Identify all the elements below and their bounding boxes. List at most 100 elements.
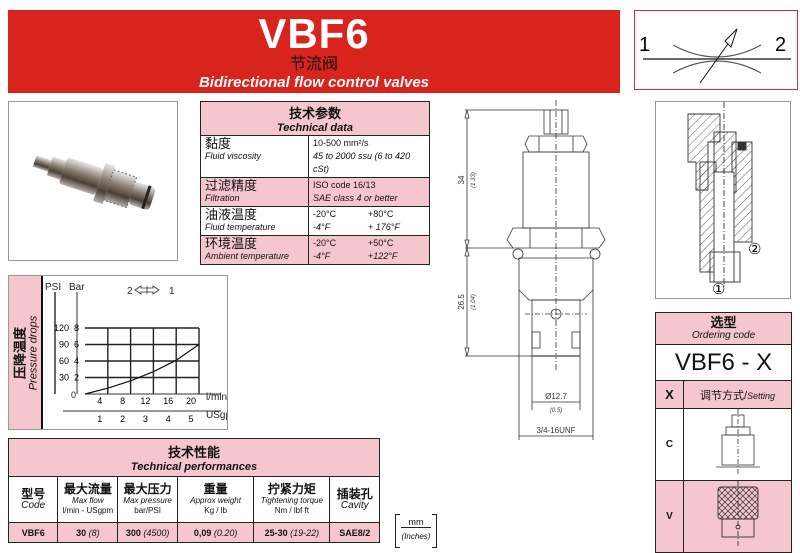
row-label-en: Fluid viscosity	[205, 151, 262, 161]
y-tick-label: 6	[74, 340, 79, 350]
y-tick-label: 4	[74, 356, 79, 366]
bidirectional-arrow-icon	[134, 285, 160, 295]
model-title: VBF6	[258, 10, 370, 57]
column-header-cavity: 插装孔 Cavity	[329, 476, 380, 523]
technical-data-title-cn: 技术参数	[288, 106, 341, 121]
x-tick-label: 4	[97, 396, 102, 406]
row-label-en: Ambient temperature	[205, 251, 290, 261]
y-secondary-tick-label: 90	[59, 340, 69, 350]
port-2-label: 2	[775, 34, 786, 56]
hydraulic-symbol: 1 2	[634, 10, 798, 90]
knob-adjust-icon	[717, 481, 758, 547]
x-axis-label: l/min	[206, 392, 227, 403]
max-temp-f: + 176°F	[368, 222, 400, 232]
column-en: Cavity	[340, 500, 369, 511]
dim-height-upper-in: (1.33)	[471, 172, 477, 188]
column-setting: 调节方式/Setting	[683, 380, 792, 409]
dim-height-lower: 26.5	[457, 294, 466, 310]
table-row: 黏度 Fluid viscosity 10-500 mm²/s 45 to 20…	[200, 135, 430, 178]
port-1-label: 1	[639, 34, 650, 56]
direction-label-1: 1	[169, 286, 175, 297]
row-label-en: Filtration	[205, 193, 240, 203]
port-1-callout: ①	[712, 281, 725, 298]
x-secondary-tick-label: 1	[97, 414, 102, 424]
x-secondary-tick-label: 4	[166, 414, 171, 424]
option-c-image	[683, 408, 792, 481]
column-unit: l/min - USgpm	[62, 506, 114, 515]
x-secondary-tick-label: 3	[143, 414, 148, 424]
y-secondary-axis-label: PSI	[45, 282, 61, 293]
dim-height-upper: 34	[457, 175, 466, 184]
row-label-cn: 黏度	[205, 136, 232, 151]
units-secondary: (Inches)	[401, 532, 431, 541]
row-label-cn: 环境温度	[205, 236, 258, 251]
column-cn: 重量	[203, 482, 228, 496]
x-tick-label: 8	[120, 396, 125, 406]
y-origin-label: 0	[71, 390, 76, 400]
max-temp-c: +80°C	[368, 209, 394, 219]
title-en: Bidirectional flow control valves	[198, 74, 430, 91]
max-temp-f: +122°F	[368, 251, 398, 261]
column-header-weight: 重量 Approx weight Kg / lb	[176, 476, 255, 523]
x-tick-label: 16	[163, 396, 173, 406]
min-temp-f: -4°F	[313, 222, 331, 232]
column-cn: 最大流量	[63, 482, 112, 496]
column-cn: 型号	[21, 487, 46, 501]
throttle-valve-symbol-icon: 1 2	[639, 28, 791, 84]
row-value: ISO code 16/13	[313, 180, 376, 190]
column-cn: 最大压力	[123, 482, 172, 496]
column-unit: Nm / lbf ft	[274, 506, 309, 515]
column-en: Max pressure	[123, 496, 172, 505]
column-header-torque: 拧紧力矩 Tightening torque Nm / lbf ft	[253, 476, 331, 523]
performances-title-en: Technical performances	[130, 461, 258, 473]
units-primary: mm	[401, 517, 431, 528]
technical-data-header: 技术参数 Technical data	[200, 101, 430, 136]
min-temp-f: -4°F	[313, 251, 331, 261]
min-temp-c: -20°C	[313, 238, 337, 248]
valve-cross-section-icon: ② ①	[687, 102, 761, 298]
row-label-en: Fluid temperature	[205, 222, 276, 232]
pressure-drop-chart	[8, 275, 228, 430]
cell-max-flow: 30 (8)	[57, 522, 119, 543]
column-unit: Kg / lb	[204, 506, 227, 515]
column-en: Max flow	[72, 496, 104, 505]
column-headers: 型号 Code 最大流量 Max flow l/min - USgpm 最大压力…	[7, 476, 380, 523]
ordering-code-table: 选型 Ordering code VBF6 - X X 调节方式/Setting…	[655, 312, 792, 553]
x-secondary-tick-label: 2	[120, 414, 125, 424]
series-line	[84, 344, 200, 395]
technical-data-title-en: Technical data	[276, 122, 353, 134]
product-photo	[8, 101, 178, 261]
max-temp-c: +50°C	[368, 238, 394, 248]
column-en: Code	[21, 500, 46, 511]
column-cn: 插装孔	[336, 487, 373, 501]
option-row-c: C	[655, 408, 792, 481]
y-tick-label: 2	[74, 373, 79, 383]
ordering-header: 选型 Ordering code	[655, 312, 792, 345]
port-2-callout: ②	[748, 241, 761, 258]
performances-title-cn: 技术性能	[167, 445, 220, 460]
min-temp-c: -20°C	[313, 209, 337, 219]
chart-title-cn: 压降温度	[12, 326, 27, 379]
column-cn: 拧紧力矩	[267, 482, 316, 496]
y-tick-label: 8	[74, 323, 79, 333]
ordering-title-en: Ordering code	[691, 329, 756, 341]
cap-adjust-icon	[715, 409, 760, 475]
section-view: ② ①	[655, 101, 791, 299]
x-secondary-axis-label: USgpm	[206, 410, 227, 421]
cell-weight: 0,09 (0.20)	[176, 522, 255, 543]
x-tick-label: 12	[140, 396, 150, 406]
x-secondary-tick-label: 5	[188, 414, 193, 424]
direction-label-2: 2	[127, 286, 133, 297]
y-secondary-tick-label: 60	[59, 356, 69, 366]
table-row: VBF6 30 (8) 300 (4500) 0,09 (0.20) 25-30…	[7, 522, 380, 543]
row-label-cn: 过滤精度	[205, 178, 258, 193]
cell-cavity: SAE8/2	[329, 522, 380, 543]
option-letter: C	[655, 408, 684, 481]
table-row: 过滤精度 Filtration ISO code 16/13 SAE class…	[200, 177, 430, 207]
dim-height-lower-in: (1.04)	[471, 294, 477, 310]
cell-torque: 25-30 (19-22)	[253, 522, 331, 543]
chart-side-label: 压降温度 Pressure drops	[9, 276, 43, 429]
column-en: Approx weight	[190, 496, 241, 505]
option-row-v: V	[655, 480, 792, 553]
x-tick-label: 20	[186, 396, 196, 406]
